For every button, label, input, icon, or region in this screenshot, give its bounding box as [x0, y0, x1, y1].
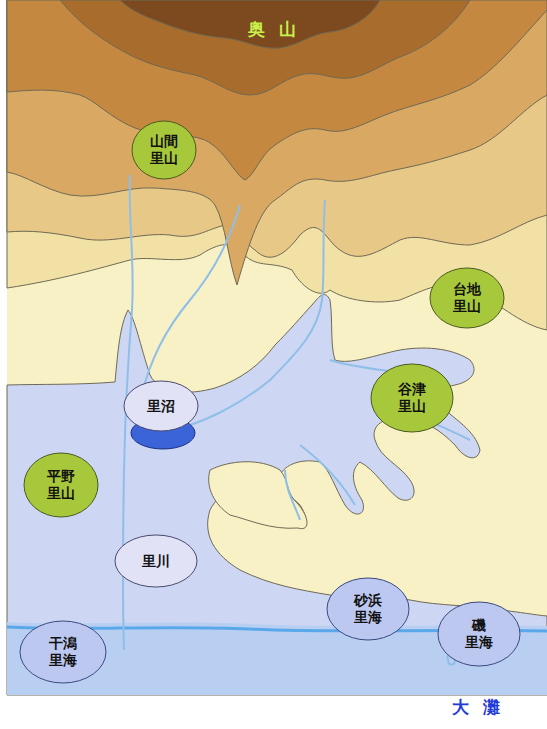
- circle-shape: [20, 621, 106, 683]
- landscape-circle: 里川: [114, 534, 198, 588]
- landscape-circle: 山間 里山: [131, 120, 197, 180]
- area-name: 里沼: [146, 398, 177, 415]
- circle-shape: [24, 453, 98, 517]
- circle-shape: [124, 381, 198, 431]
- landscape-circle: 台地 里山: [429, 267, 505, 329]
- landscape-circle: 平野 里山: [23, 452, 99, 518]
- circle-shape: [371, 364, 453, 432]
- landscape-circle: 磯 里海: [437, 601, 521, 667]
- region-label: 大灘: [452, 696, 514, 719]
- area-name: 砂浜 里海: [353, 592, 384, 626]
- landscape-circle: 谷津 里山: [370, 363, 454, 433]
- circle-shape: [438, 602, 520, 666]
- area-name: 干潟 里海: [48, 635, 79, 669]
- landscape-circle: 里沼: [123, 380, 199, 432]
- circle-shape: [327, 578, 409, 640]
- circle-shape: [430, 268, 504, 328]
- region-label: 奥山: [248, 18, 310, 41]
- area-name: 里川: [141, 553, 172, 570]
- area-name: 谷津 里山: [397, 381, 428, 415]
- landscape-circle: 砂浜 里海: [326, 577, 410, 641]
- area-name: 台地 里山: [452, 281, 483, 315]
- landscape-circle: 干潟 里海: [19, 620, 107, 684]
- circle-shape: [115, 535, 197, 587]
- area-name: 磯 里海: [464, 617, 495, 651]
- area-name: 山間 里山: [149, 133, 180, 167]
- circle-shape: [132, 121, 196, 179]
- area-name: 平野 里山: [46, 468, 77, 502]
